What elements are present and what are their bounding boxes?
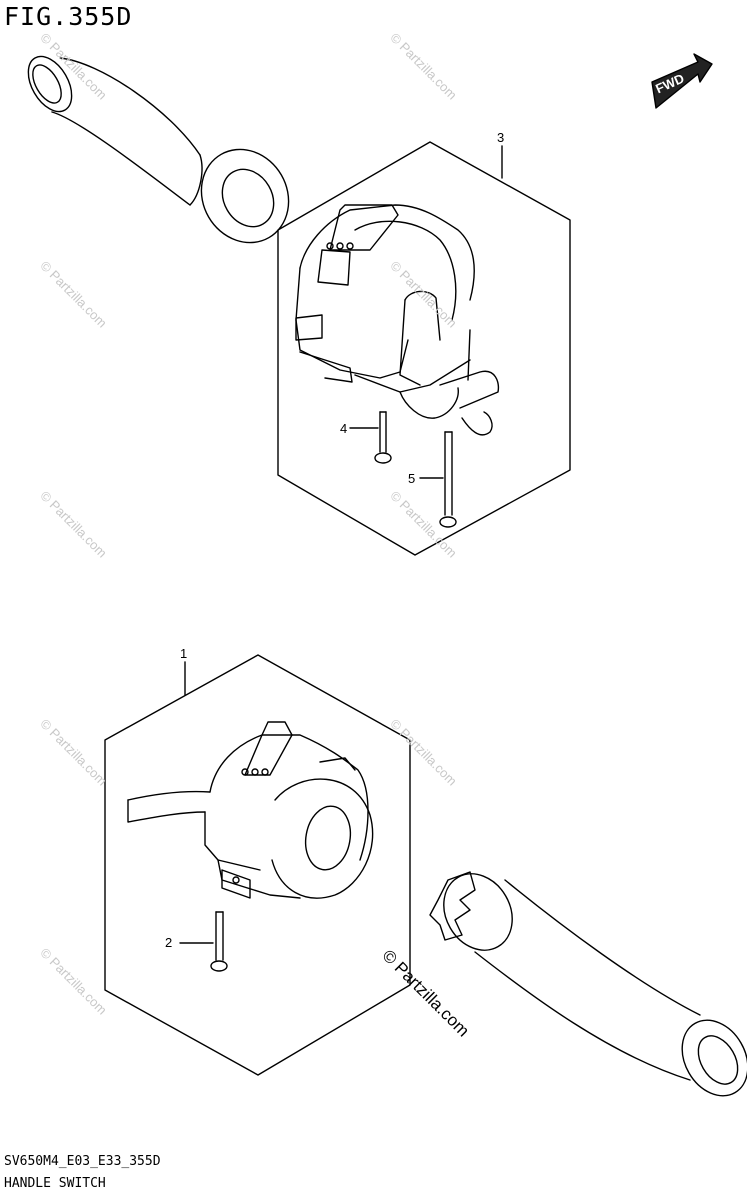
callout-part-4[interactable]: 4	[340, 421, 348, 436]
figure-code: SV650M4_E03_E33_355D	[4, 1154, 161, 1169]
right-throttle-grip	[429, 871, 747, 1097]
forward-arrow-icon	[651, 53, 713, 109]
screw-part-2	[179, 911, 228, 972]
figure-title: FIG.355D	[4, 2, 133, 31]
group-boundary-upper	[277, 141, 571, 556]
callout-part-3[interactable]: 3	[497, 130, 505, 145]
left-handle-grip	[27, 55, 290, 244]
screw-part-5	[419, 431, 457, 528]
group-boundary-lower	[104, 654, 411, 1076]
callout-part-1[interactable]: 1	[180, 646, 188, 661]
left-handle-switch-assembly	[127, 721, 374, 899]
figure-name: HANDLE SWITCH	[4, 1176, 106, 1191]
right-handle-switch-assembly	[295, 204, 500, 436]
screw-part-4	[349, 411, 392, 464]
callout-part-2[interactable]: 2	[165, 935, 173, 950]
callout-part-5[interactable]: 5	[408, 471, 416, 486]
